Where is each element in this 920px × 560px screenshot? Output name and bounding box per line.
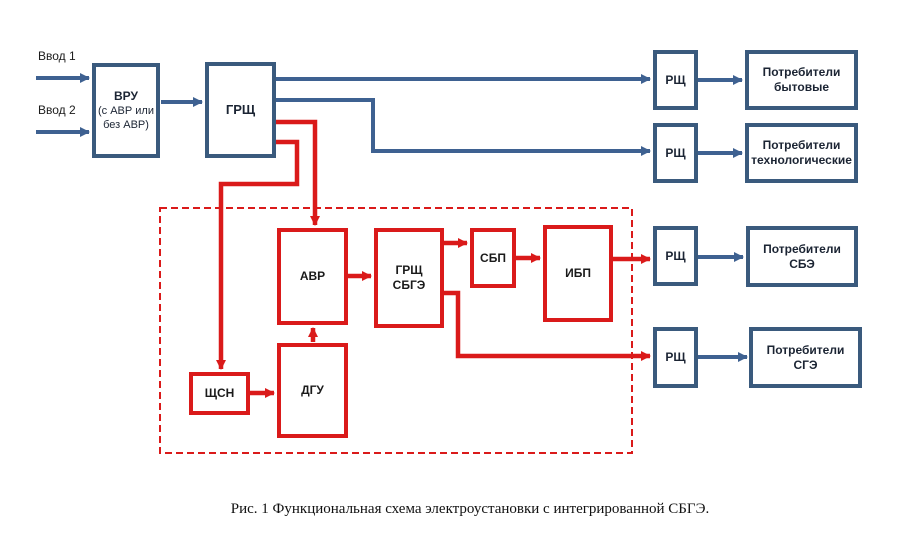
input1-label: Ввод 1 bbox=[38, 49, 76, 63]
node-consumers-household: Потребители бытовые bbox=[745, 50, 858, 110]
consumers-sbe-label: Потребители СБЭ bbox=[763, 241, 841, 271]
node-rshch-4: РЩ bbox=[653, 327, 698, 388]
node-vru-sublabel: (с АВР или без АВР) bbox=[98, 104, 154, 131]
node-grshch: ГРЩ bbox=[205, 62, 276, 158]
wire-grshchsbge-rshch4 bbox=[444, 290, 651, 361]
node-vru-label: ВРУ bbox=[114, 88, 138, 103]
figure-caption: Рис. 1 Функциональная схема электроустан… bbox=[230, 501, 710, 517]
node-grshch-sbge: ГРЩ СБГЭ bbox=[374, 228, 444, 328]
consumers-household-label: Потребители бытовые bbox=[762, 65, 841, 94]
node-consumers-sbe: Потребители СБЭ bbox=[746, 226, 858, 287]
node-rshch-3: РЩ bbox=[653, 226, 698, 286]
wire-grshch-rshch2 bbox=[276, 98, 651, 156]
node-rshch2-label: РЩ bbox=[665, 145, 686, 160]
node-rshch3-label: РЩ bbox=[665, 248, 686, 263]
node-sbp-label: СБП bbox=[480, 250, 506, 265]
node-consumers-technological: Потребители технологические bbox=[745, 123, 858, 183]
input2-label: Ввод 2 bbox=[38, 103, 76, 117]
node-ibp-label: ИБП bbox=[565, 266, 591, 280]
node-avr: АВР bbox=[277, 228, 348, 325]
node-shchsn: ЩСН bbox=[189, 372, 250, 415]
consumers-technological-label: Потребители технологические bbox=[751, 138, 852, 167]
node-grshch-label: ГРЩ bbox=[225, 101, 256, 117]
wire-grshch-avr bbox=[276, 119, 320, 226]
node-shchsn-label: ЩСН bbox=[204, 386, 235, 400]
node-rshch-2: РЩ bbox=[653, 123, 698, 183]
node-rshch1-label: РЩ bbox=[665, 72, 686, 87]
node-grshch-sbge-label: ГРЩ СБГЭ bbox=[392, 263, 426, 292]
sbge-zone-dashed-border bbox=[159, 207, 633, 454]
node-rshch-1: РЩ bbox=[653, 50, 698, 110]
wire-grshch-shchsn bbox=[216, 139, 300, 370]
node-ibp: ИБП bbox=[543, 225, 613, 322]
node-dgu-label: ДГУ bbox=[301, 383, 324, 397]
node-rshch4-label: РЩ bbox=[665, 350, 686, 364]
consumers-sge-label: Потребители СГЭ bbox=[766, 342, 845, 372]
node-avr-label: АВР bbox=[299, 269, 326, 283]
node-dgu: ДГУ bbox=[277, 343, 348, 438]
node-vru: ВРУ (с АВР или без АВР) bbox=[92, 63, 160, 158]
node-sbp: СБП bbox=[470, 228, 516, 288]
node-consumers-sge: Потребители СГЭ bbox=[749, 327, 862, 388]
